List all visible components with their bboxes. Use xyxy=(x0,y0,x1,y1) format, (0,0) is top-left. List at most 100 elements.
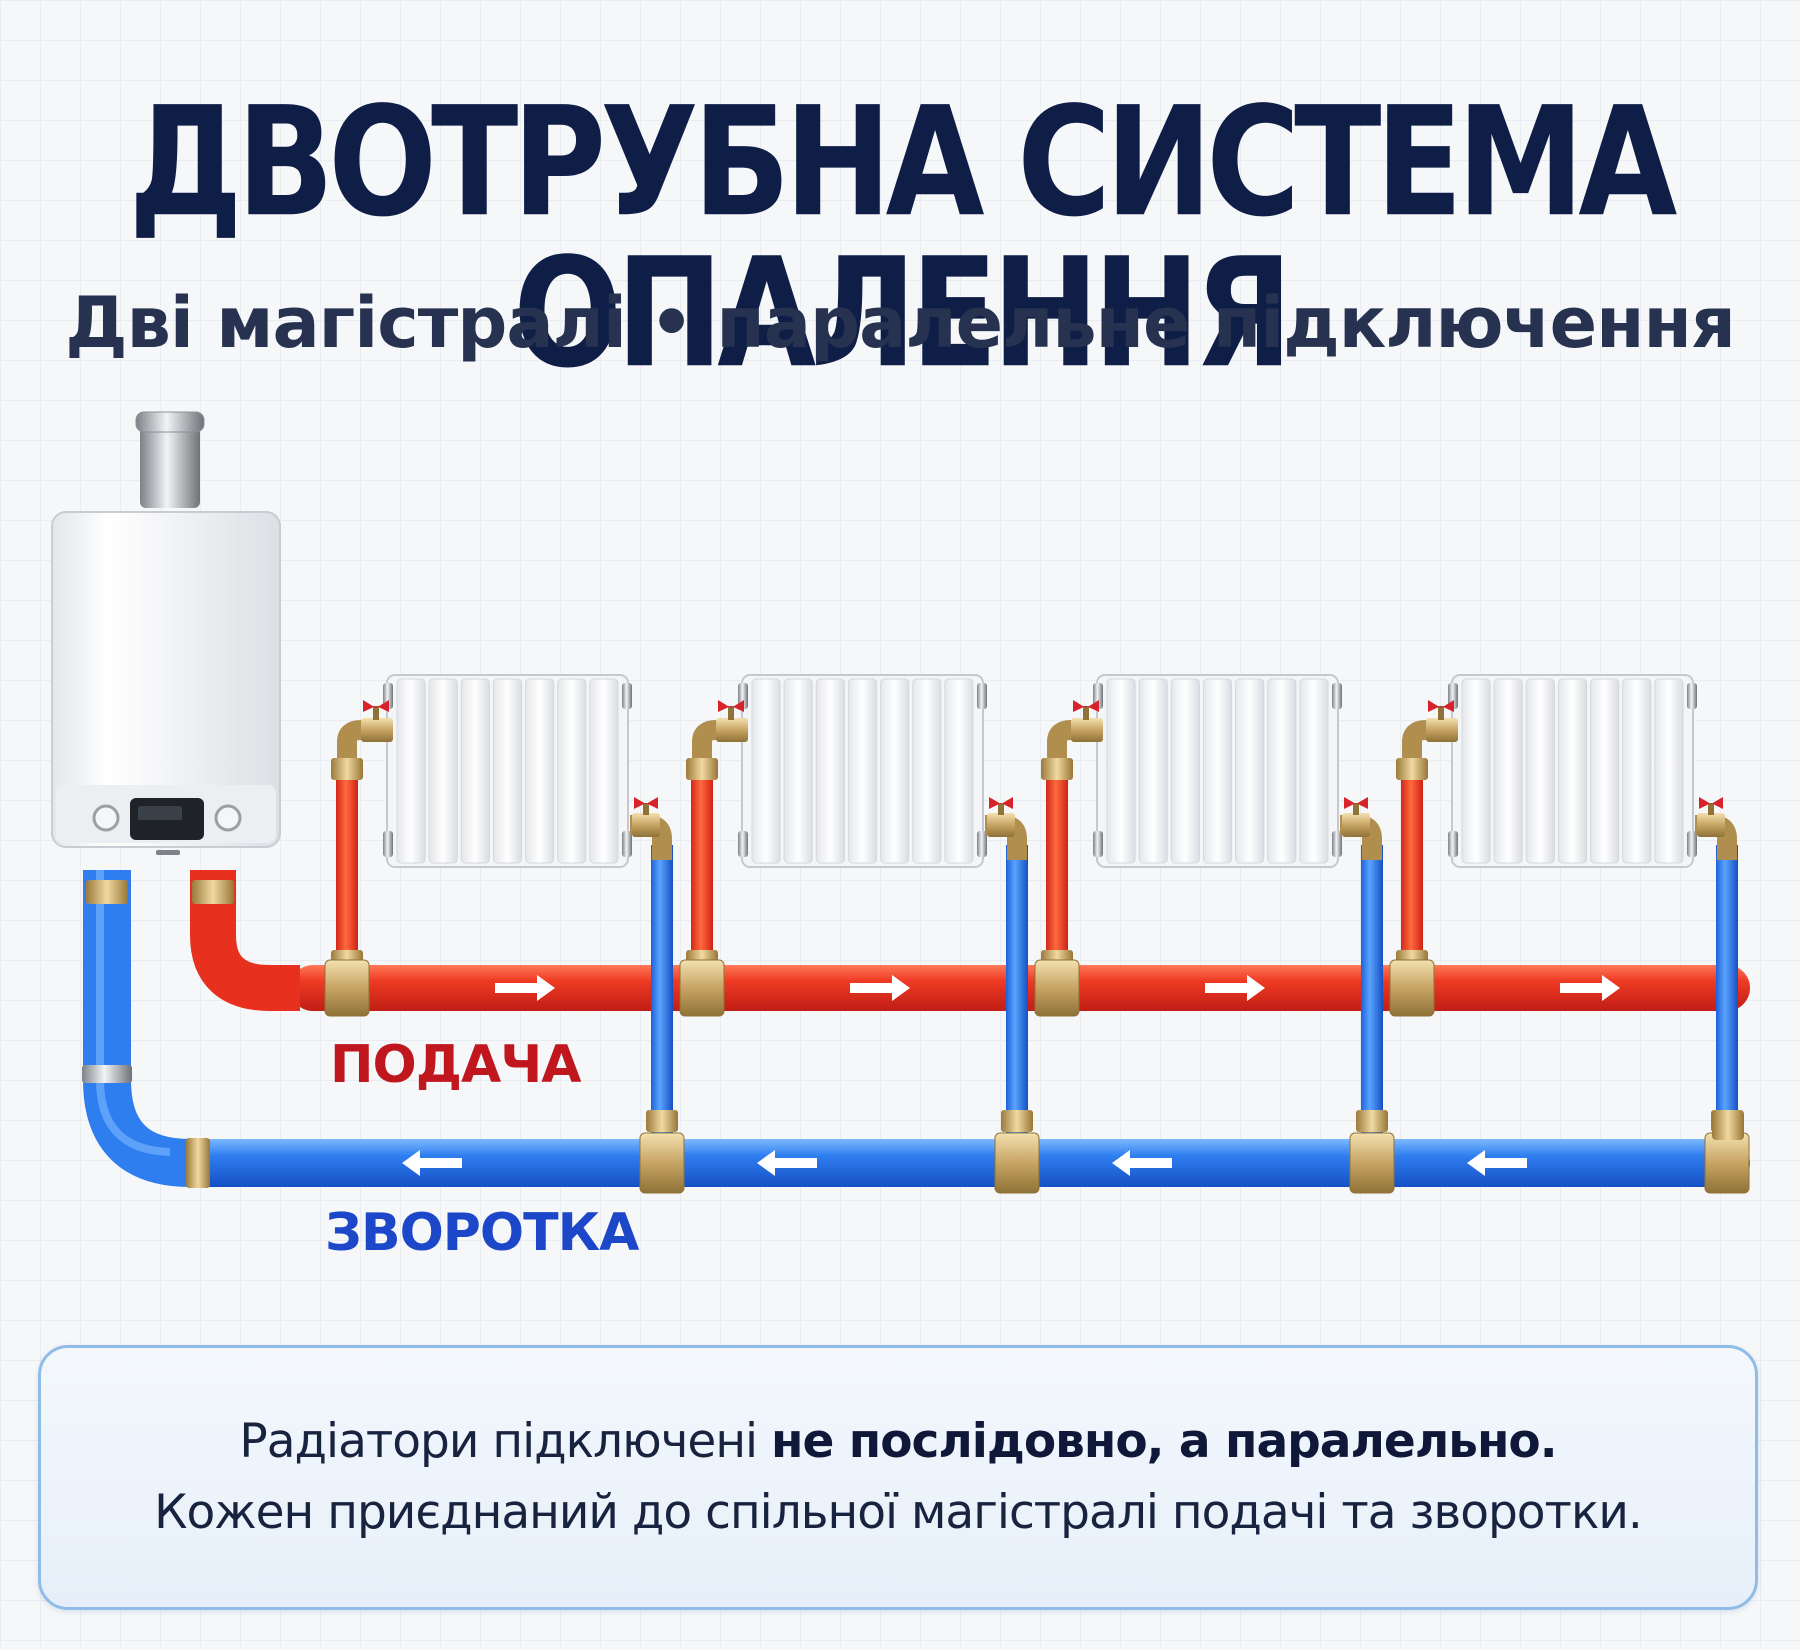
supply-valve-handle xyxy=(718,700,744,712)
supply-riser-fitting xyxy=(331,758,363,780)
radiator-plug xyxy=(1332,683,1342,709)
radiator-plug xyxy=(1687,683,1697,709)
radiator-section xyxy=(1138,678,1168,864)
radiator-section xyxy=(557,678,587,864)
supply-valve-stem xyxy=(1083,706,1089,720)
boiler-return-fitting xyxy=(86,880,128,904)
supply-riser-fitting xyxy=(1041,758,1073,780)
radiator-section xyxy=(1106,678,1136,864)
radiator-section xyxy=(1525,678,1555,864)
return-tee-neck xyxy=(1001,1110,1033,1132)
note-line-1-bold: не послідовно, а паралельно. xyxy=(771,1414,1558,1469)
supply-riser xyxy=(336,775,358,988)
boiler-supply-fitting xyxy=(192,880,234,904)
return-flow-arrow xyxy=(1112,1150,1172,1176)
return-valve-handle xyxy=(1699,797,1723,809)
return-tee xyxy=(1704,1132,1750,1194)
supply-riser-fitting xyxy=(686,758,718,780)
return-valve-body xyxy=(632,813,660,837)
radiator-section xyxy=(847,678,878,864)
return-valve-body xyxy=(987,813,1015,837)
radiator-plug xyxy=(622,831,632,857)
return-end-fitting xyxy=(1712,1110,1744,1140)
supply-riser-fitting xyxy=(1396,758,1428,780)
supply-valve-stem xyxy=(728,706,734,720)
radiator-section xyxy=(1557,678,1588,864)
boiler-return-highlight xyxy=(96,870,171,1156)
radiator-plug xyxy=(977,831,987,857)
supply-tee xyxy=(679,959,725,1017)
radiator-plug xyxy=(1332,831,1342,857)
radiator-section xyxy=(1590,678,1620,864)
return-valve-stem xyxy=(1708,803,1714,815)
radiator-section xyxy=(1299,678,1329,864)
note-line-1: Радіатори підключені не послідовно, а па… xyxy=(239,1407,1558,1478)
return-main-coupling xyxy=(186,1138,210,1188)
return-flow-arrow xyxy=(757,1150,817,1176)
supply-flow-arrow xyxy=(1560,975,1620,1001)
radiator-section xyxy=(1170,678,1200,864)
return-flow-arrow xyxy=(1467,1150,1527,1176)
supply-riser xyxy=(691,775,713,988)
radiator-section xyxy=(912,678,942,864)
radiator-section xyxy=(428,678,458,864)
supply-tee xyxy=(324,959,370,1017)
supply-valve-stem xyxy=(1438,706,1444,720)
radiator-plug xyxy=(738,831,748,857)
heating-diagram xyxy=(51,411,1750,1194)
return-tee-neck xyxy=(646,1110,678,1132)
return-riser xyxy=(1006,845,1028,1163)
supply-valve-handle xyxy=(1428,700,1454,712)
radiator-section xyxy=(815,678,845,864)
radiator-section xyxy=(589,678,619,864)
supply-label: ПОДАЧА xyxy=(330,1035,582,1095)
radiator xyxy=(383,674,632,868)
radiator-section xyxy=(783,678,813,864)
radiator-section xyxy=(1461,678,1491,864)
supply-flow-arrow xyxy=(1205,975,1265,1001)
return-riser xyxy=(651,845,673,1163)
return-riser xyxy=(1361,845,1383,1163)
gas-boiler xyxy=(51,511,281,855)
supply-elbow xyxy=(1047,720,1095,780)
boiler-flue xyxy=(135,411,205,508)
supply-valve-handle xyxy=(1073,700,1099,712)
boiler-return-pipe xyxy=(83,870,191,1187)
supply-elbow xyxy=(1402,720,1450,780)
supply-valve-handle xyxy=(363,700,389,712)
radiator-section xyxy=(1267,678,1297,864)
return-flow-arrow xyxy=(402,1150,462,1176)
supply-valve-stem xyxy=(373,706,379,720)
return-tee xyxy=(1349,1132,1395,1194)
boiler-supply-pipe xyxy=(190,870,300,1011)
radiator-plug xyxy=(1687,831,1697,857)
supply-riser xyxy=(1401,775,1423,988)
return-valve-stem xyxy=(643,803,649,815)
radiator-section xyxy=(880,678,910,864)
radiator-section xyxy=(396,678,426,864)
radiator-plug xyxy=(622,683,632,709)
return-valve-body xyxy=(1342,813,1370,837)
radiator-plug xyxy=(383,831,393,857)
supply-valve-body xyxy=(716,718,748,742)
radiator xyxy=(1093,674,1342,868)
supply-elbow xyxy=(337,720,385,780)
return-valve-handle xyxy=(989,797,1013,809)
supply-flow-arrow xyxy=(850,975,910,1001)
supply-tee xyxy=(1034,959,1080,1017)
radiator-section xyxy=(525,678,555,864)
supply-valve-body xyxy=(1071,718,1103,742)
radiator-section xyxy=(1202,678,1233,864)
radiator-section xyxy=(492,678,523,864)
return-valve-stem xyxy=(1353,803,1359,815)
return-coupling xyxy=(82,1065,132,1083)
return-valve-handle xyxy=(634,797,658,809)
radiator xyxy=(1448,674,1697,868)
return-tee-neck xyxy=(1356,1110,1388,1132)
radiator-section xyxy=(1622,678,1652,864)
supply-tee xyxy=(1389,959,1435,1017)
page-title: ДВОТРУБНА СИСТЕМА ОПАЛЕННЯ xyxy=(128,75,1678,402)
supply-valve-body xyxy=(361,718,393,742)
return-valve-stem xyxy=(998,803,1004,815)
return-valve-body xyxy=(1697,813,1725,837)
